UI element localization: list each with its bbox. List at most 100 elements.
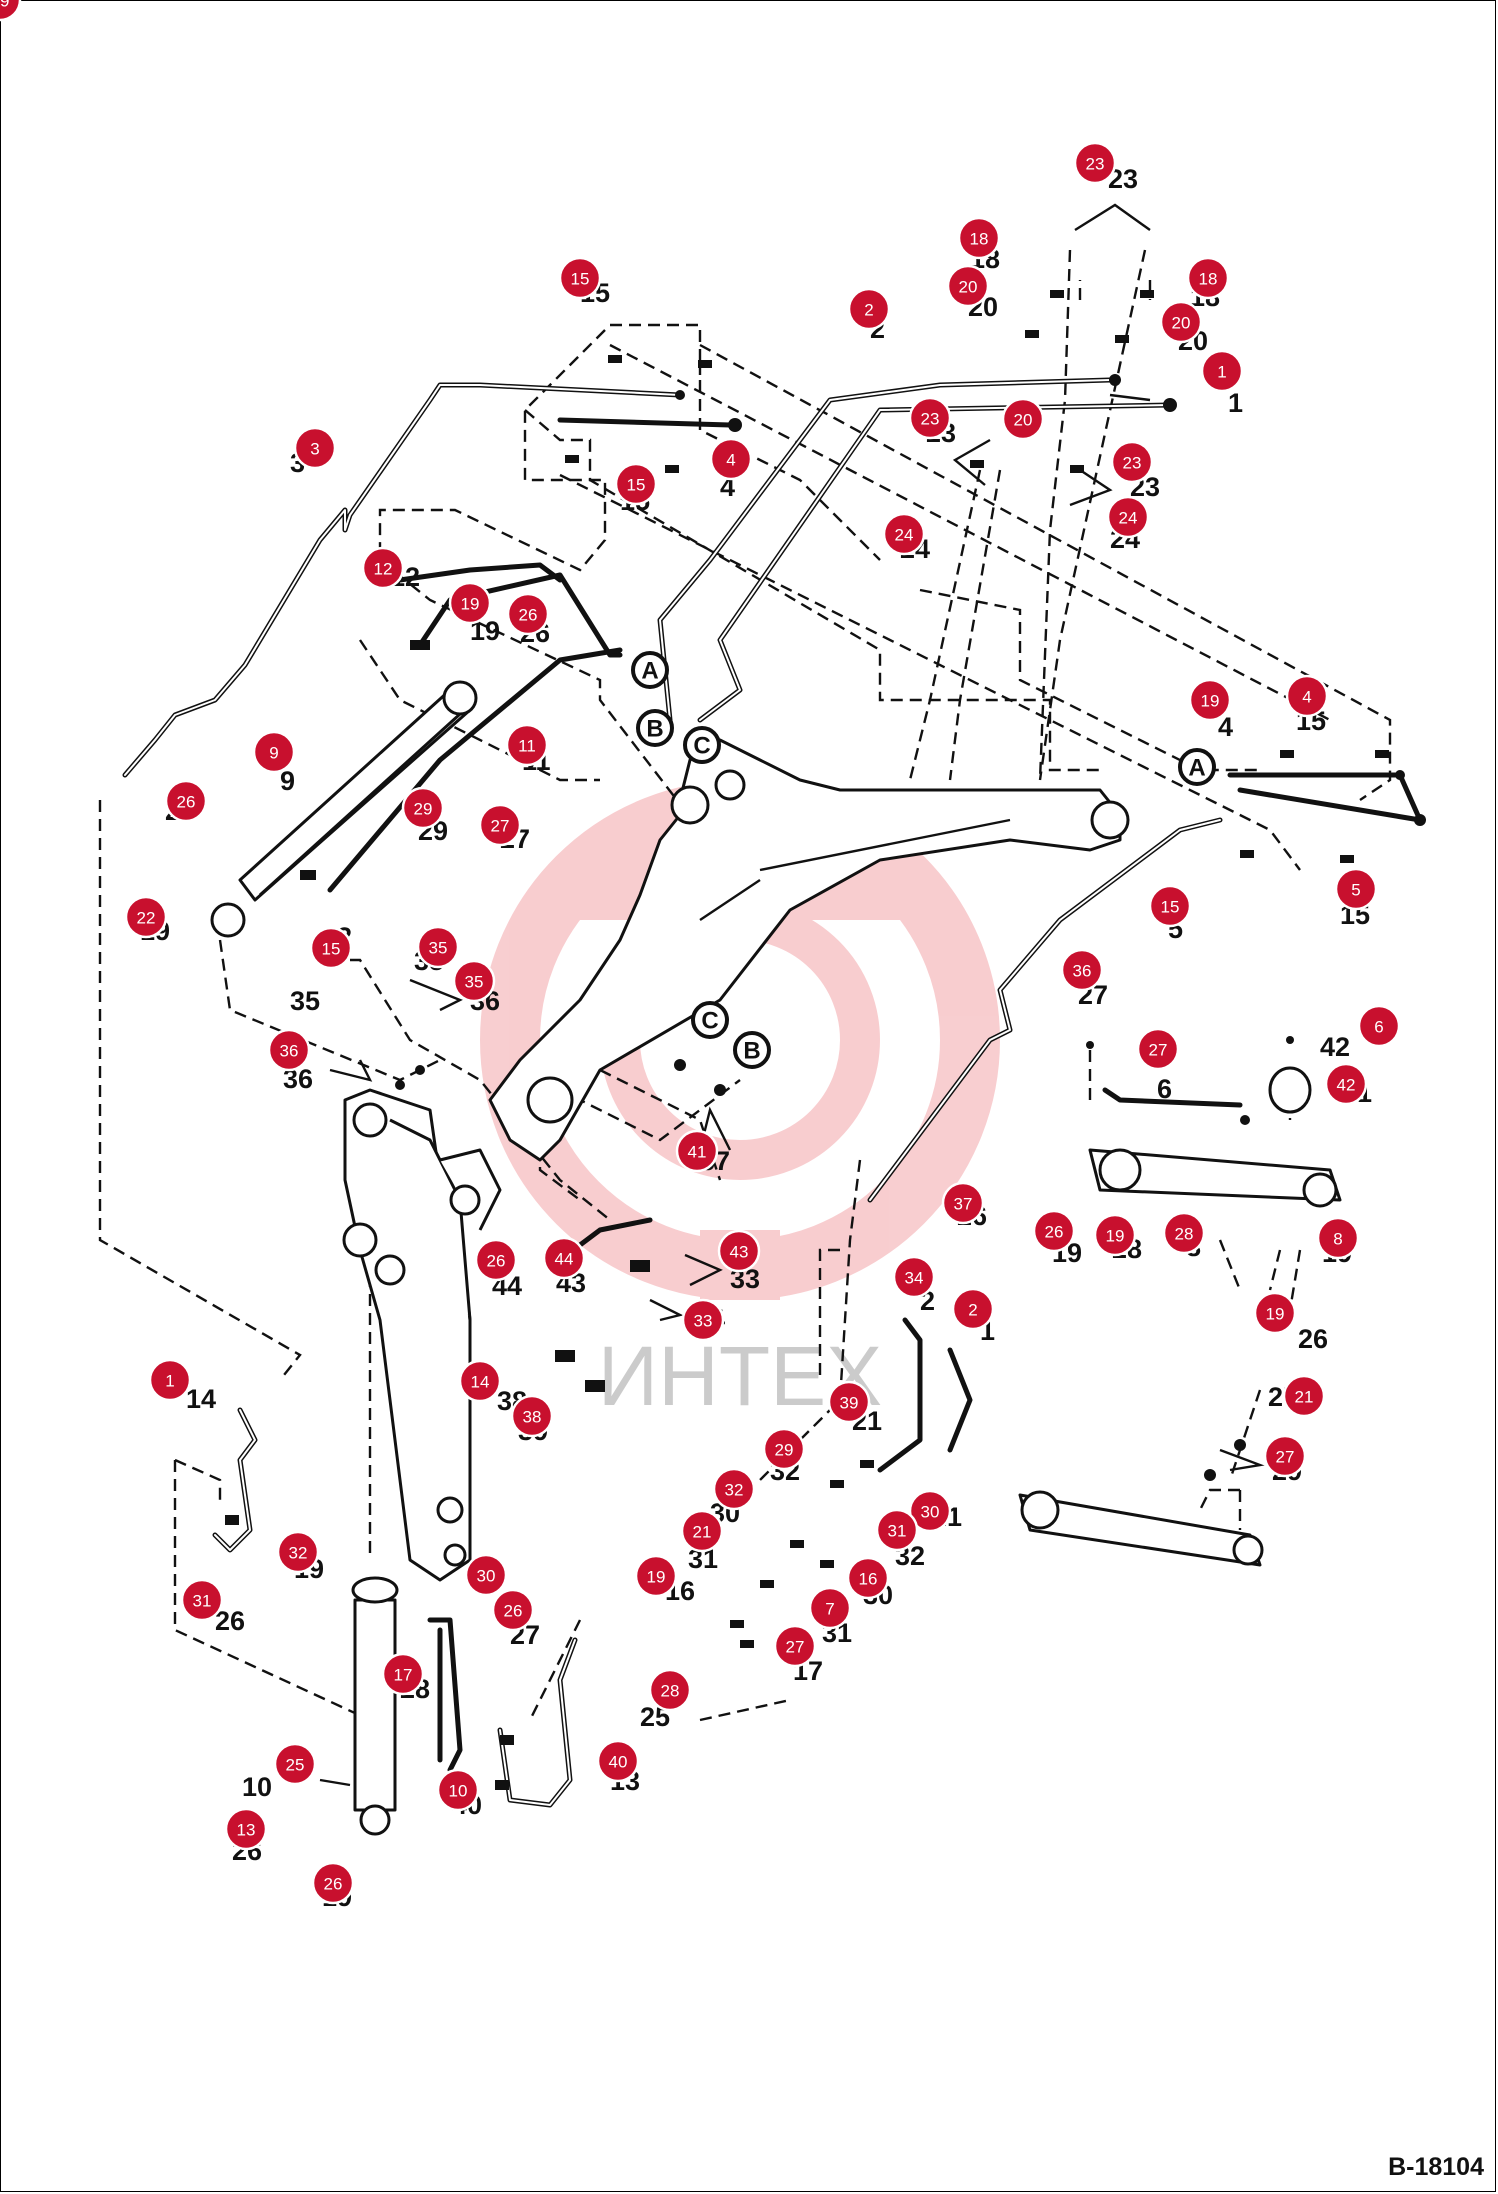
callout-bubble[interactable]: 10: [436, 1768, 480, 1812]
callout-circle[interactable]: [224, 1807, 268, 1851]
callout-circle[interactable]: [1263, 1434, 1307, 1478]
callout-circle[interactable]: [712, 1467, 756, 1511]
callout-bubble[interactable]: 4: [1285, 674, 1329, 718]
callout-bubble[interactable]: 26: [491, 1588, 535, 1632]
callout-bubble[interactable]: 18: [1186, 256, 1230, 300]
callout-bubble[interactable]: 6: [1357, 1004, 1401, 1048]
callout-circle[interactable]: [491, 1588, 535, 1632]
callout-circle[interactable]: [1282, 1374, 1326, 1418]
callout-circle[interactable]: [448, 581, 492, 625]
callout-circle[interactable]: [892, 1255, 936, 1299]
callout-bubble[interactable]: 1: [148, 1358, 192, 1402]
callout-circle[interactable]: [846, 1556, 890, 1600]
callout-circle[interactable]: [1162, 1211, 1206, 1255]
callout-bubble[interactable]: 23: [908, 396, 952, 440]
callout-circle[interactable]: [1159, 300, 1203, 344]
callout-circle[interactable]: [648, 1668, 692, 1712]
callout-circle[interactable]: [148, 1358, 192, 1402]
callout-circle[interactable]: [180, 1578, 224, 1622]
callout-bubble[interactable]: 31: [180, 1578, 224, 1622]
callout-circle[interactable]: [293, 426, 337, 470]
callout-bubble[interactable]: 5: [1334, 867, 1378, 911]
callout-circle[interactable]: [827, 1380, 871, 1424]
callout-bubble[interactable]: 26: [164, 779, 208, 823]
callout-circle[interactable]: [1093, 1213, 1137, 1257]
callout-circle[interactable]: [1148, 884, 1192, 928]
callout-bubble[interactable]: 30: [908, 1489, 952, 1533]
callout-circle[interactable]: [505, 723, 549, 767]
callout-bubble[interactable]: 15: [614, 462, 658, 506]
callout-bubble[interactable]: 27: [478, 803, 522, 847]
callout-circle[interactable]: [951, 1287, 995, 1331]
callout-bubble[interactable]: 24: [882, 512, 926, 556]
callout-circle[interactable]: [1200, 349, 1244, 393]
callout-bubble[interactable]: 23: [1110, 440, 1154, 484]
callout-circle[interactable]: [762, 1427, 806, 1471]
callout-bubble[interactable]: 19: [0, 0, 22, 22]
callout-bubble[interactable]: 14: [458, 1359, 502, 1403]
callout-bubble[interactable]: 4: [709, 437, 753, 481]
callout-circle[interactable]: [773, 1624, 817, 1668]
callout-bubble[interactable]: 19: [1253, 1291, 1297, 1335]
callout-bubble[interactable]: 30: [464, 1553, 508, 1597]
callout-bubble[interactable]: 31: [875, 1508, 919, 1552]
callout-bubble[interactable]: 34: [892, 1255, 936, 1299]
callout-bubble[interactable]: 19: [634, 1554, 678, 1598]
callout-bubble[interactable]: 15: [558, 256, 602, 300]
callout-bubble[interactable]: 37: [941, 1181, 985, 1225]
callout-bubble[interactable]: 22: [124, 895, 168, 939]
callout-bubble[interactable]: 20: [946, 264, 990, 308]
callout-circle[interactable]: [1253, 1291, 1297, 1335]
callout-circle[interactable]: [474, 1238, 518, 1282]
callout-circle[interactable]: [1110, 440, 1154, 484]
callout-bubble[interactable]: 19: [1188, 678, 1232, 722]
callout-bubble[interactable]: 23: [1073, 141, 1117, 185]
callout-circle[interactable]: [458, 1359, 502, 1403]
callout-bubble[interactable]: 15: [309, 926, 353, 970]
callout-bubble[interactable]: 15: [1148, 884, 1192, 928]
callout-circle[interactable]: [436, 1768, 480, 1812]
callout-circle[interactable]: [680, 1509, 724, 1553]
callout-bubble[interactable]: 25: [273, 1742, 317, 1786]
callout-circle[interactable]: [882, 512, 926, 556]
callout-bubble[interactable]: 43: [717, 1229, 761, 1273]
callout-circle[interactable]: [941, 1181, 985, 1225]
callout-circle[interactable]: [510, 1394, 554, 1438]
callout-circle[interactable]: [252, 730, 296, 774]
callout-circle[interactable]: [1001, 397, 1045, 441]
callout-bubble[interactable]: 26: [506, 592, 550, 636]
callout-bubble[interactable]: 3: [293, 426, 337, 470]
callout-bubble[interactable]: 41: [675, 1129, 719, 1173]
callout-bubble[interactable]: 20: [1001, 397, 1045, 441]
callout-circle[interactable]: [124, 895, 168, 939]
callout-circle[interactable]: [506, 592, 550, 636]
callout-bubble[interactable]: 39: [827, 1380, 871, 1424]
callout-bubble[interactable]: 1: [1200, 349, 1244, 393]
callout-bubble[interactable]: 33: [681, 1298, 725, 1342]
callout-circle[interactable]: [452, 959, 496, 1003]
callout-bubble[interactable]: 26: [311, 1861, 355, 1905]
callout-circle[interactable]: [847, 287, 891, 331]
callout-bubble[interactable]: 2: [847, 287, 891, 331]
callout-circle[interactable]: [1316, 1216, 1360, 1260]
callout-circle[interactable]: [1186, 256, 1230, 300]
callout-bubble[interactable]: 21: [680, 1509, 724, 1553]
callout-bubble[interactable]: 35: [452, 959, 496, 1003]
callout-circle[interactable]: [1106, 495, 1150, 539]
callout-bubble[interactable]: 26: [1032, 1209, 1076, 1253]
callout-circle[interactable]: [1136, 1027, 1180, 1071]
callout-circle[interactable]: [416, 925, 460, 969]
callout-bubble[interactable]: 27: [1136, 1027, 1180, 1071]
callout-bubble[interactable]: 35: [416, 925, 460, 969]
callout-bubble[interactable]: 11: [505, 723, 549, 767]
callout-circle[interactable]: [1334, 867, 1378, 911]
callout-bubble[interactable]: 28: [648, 1668, 692, 1712]
callout-bubble[interactable]: 42: [1324, 1062, 1368, 1106]
callout-circle[interactable]: [164, 779, 208, 823]
callout-bubble[interactable]: 9: [252, 730, 296, 774]
callout-circle[interactable]: [675, 1129, 719, 1173]
callout-circle[interactable]: [1188, 678, 1232, 722]
callout-circle[interactable]: [478, 803, 522, 847]
callout-circle[interactable]: [634, 1554, 678, 1598]
callout-bubble[interactable]: 32: [276, 1530, 320, 1574]
